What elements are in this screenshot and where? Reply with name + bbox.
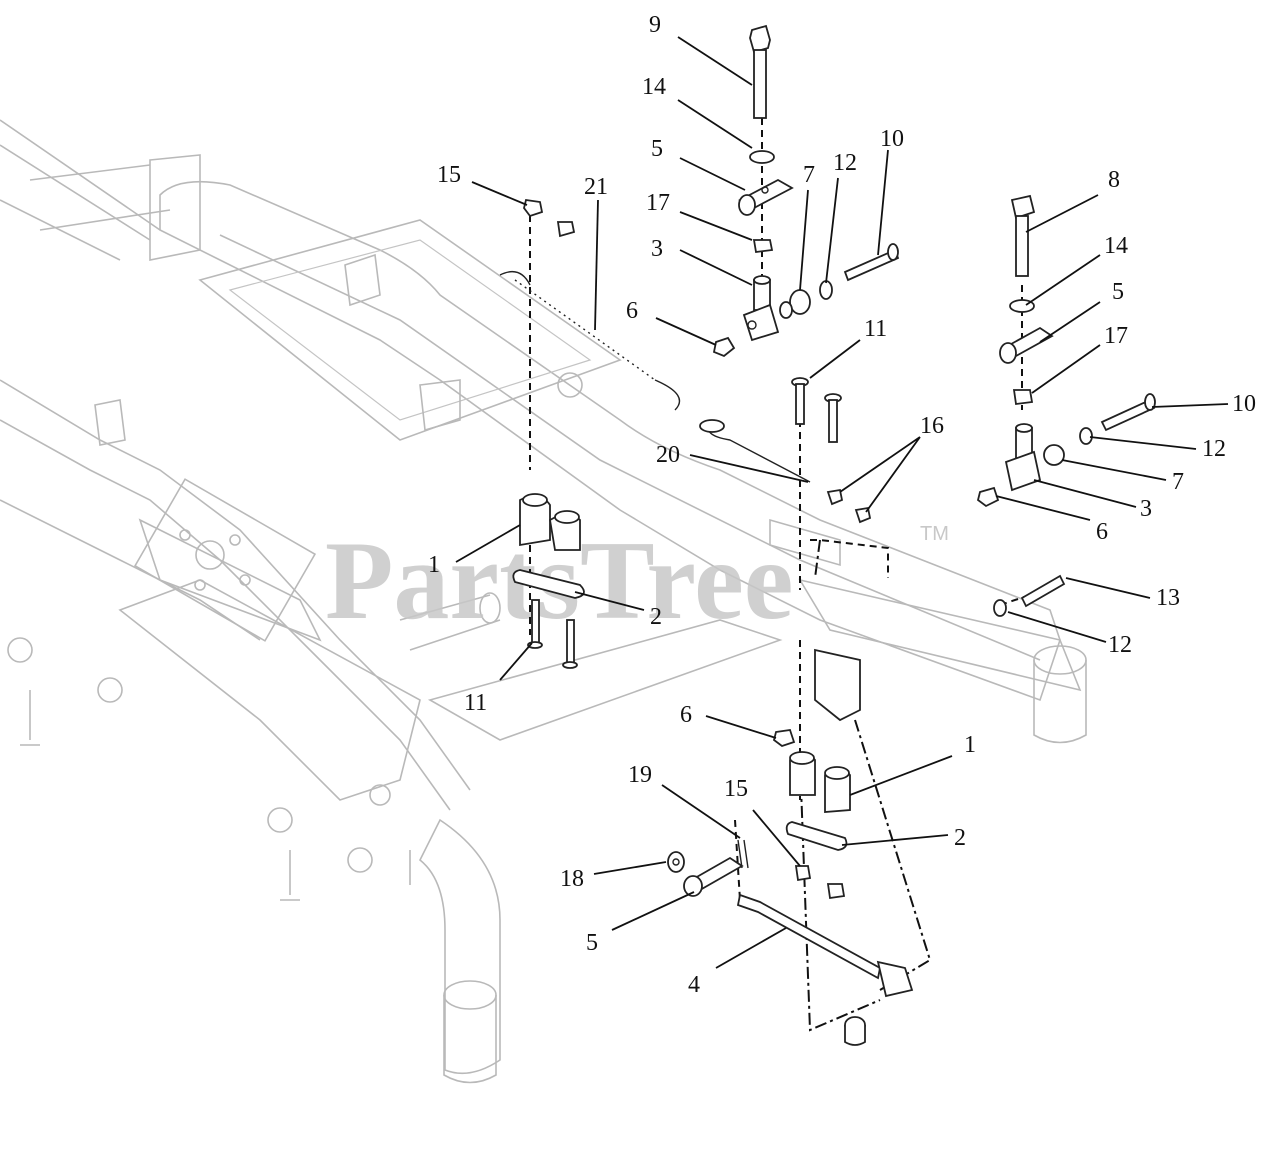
callout-11: 11 <box>864 316 887 342</box>
callout-10: 10 <box>880 126 904 152</box>
washer-12c <box>993 599 1007 617</box>
frame-bracket <box>814 648 861 722</box>
mower-frame <box>0 119 1087 1084</box>
callout-12: 12 <box>1202 436 1226 462</box>
pin-13 <box>1020 574 1066 608</box>
spacer-7a <box>789 289 811 315</box>
watermark-trademark: TM <box>920 523 949 545</box>
callout-14: 14 <box>1104 233 1128 259</box>
washer-12b <box>1079 427 1093 445</box>
washer-12a <box>819 280 833 300</box>
callout-18: 18 <box>560 866 584 892</box>
nut-17a <box>752 239 774 254</box>
callout-6: 6 <box>1096 519 1108 545</box>
pivot-5c <box>683 856 744 897</box>
callout-15: 15 <box>437 162 461 188</box>
callout-10: 10 <box>1232 391 1256 417</box>
nut-17b <box>1012 389 1034 406</box>
callout-12: 12 <box>1108 632 1132 658</box>
leader-lines <box>455 36 1229 969</box>
cotter-pin-19 <box>737 839 749 869</box>
callout-4: 4 <box>688 972 700 998</box>
bracket-3a <box>742 275 780 342</box>
callout-12: 12 <box>833 150 857 176</box>
callout-6: 6 <box>626 298 638 324</box>
callout-9: 9 <box>649 12 661 38</box>
parts <box>499 24 1156 1046</box>
bracket-1b <box>789 751 851 813</box>
nut-loose-a <box>556 221 576 238</box>
callout-1: 1 <box>964 732 976 758</box>
nut-loose-b <box>826 883 846 900</box>
pin-11b <box>527 599 578 669</box>
callout-1: 1 <box>428 552 440 578</box>
callout-16: 16 <box>920 413 944 439</box>
callout-6: 6 <box>680 702 692 728</box>
spacer-7b <box>1043 444 1065 466</box>
callout-11: 11 <box>464 690 487 716</box>
callout-15: 15 <box>724 776 748 802</box>
rod-4 <box>736 893 914 1046</box>
bolt-8 <box>1010 194 1036 277</box>
callout-2: 2 <box>954 825 966 851</box>
pin-11a <box>791 377 842 443</box>
rod-20 <box>699 419 811 483</box>
callouts: 9 14 5 17 7 12 10 3 6 15 21 8 14 5 17 10… <box>428 12 1256 998</box>
watermark: PartsTree TM <box>325 519 949 643</box>
callout-2: 2 <box>650 604 662 630</box>
pin-10b <box>1100 393 1156 432</box>
nut-6a <box>712 336 736 358</box>
callout-13: 13 <box>1156 585 1180 611</box>
callout-5: 5 <box>651 136 663 162</box>
callout-20: 20 <box>656 442 680 468</box>
callout-3: 3 <box>1140 496 1152 522</box>
spring-21 <box>499 271 681 411</box>
nut-16a <box>826 488 844 506</box>
nut-15b <box>794 865 812 882</box>
nut-15a <box>523 198 544 218</box>
bracket-1a <box>519 493 581 551</box>
callout-5: 5 <box>586 930 598 956</box>
callout-17: 17 <box>646 190 670 216</box>
nut-6c <box>772 729 796 748</box>
bolt-9 <box>749 24 771 119</box>
callout-7: 7 <box>1172 469 1184 495</box>
pivot-5a <box>738 178 794 216</box>
callout-3: 3 <box>651 236 663 262</box>
callout-17: 17 <box>1104 323 1128 349</box>
washer-14a <box>749 150 775 164</box>
nut-6b <box>976 486 1000 508</box>
callout-8: 8 <box>1108 167 1120 193</box>
plate-2b <box>785 821 848 851</box>
bracket-3b <box>1004 423 1042 492</box>
pin-10a <box>843 243 900 282</box>
plate-2a <box>512 569 585 599</box>
callout-7: 7 <box>803 162 815 188</box>
grease-fitting-18 <box>667 851 685 873</box>
callout-14: 14 <box>642 74 666 100</box>
callout-19: 19 <box>628 762 652 788</box>
callout-5: 5 <box>1112 279 1124 305</box>
callout-21: 21 <box>584 174 608 200</box>
pivot-5b <box>999 326 1054 364</box>
